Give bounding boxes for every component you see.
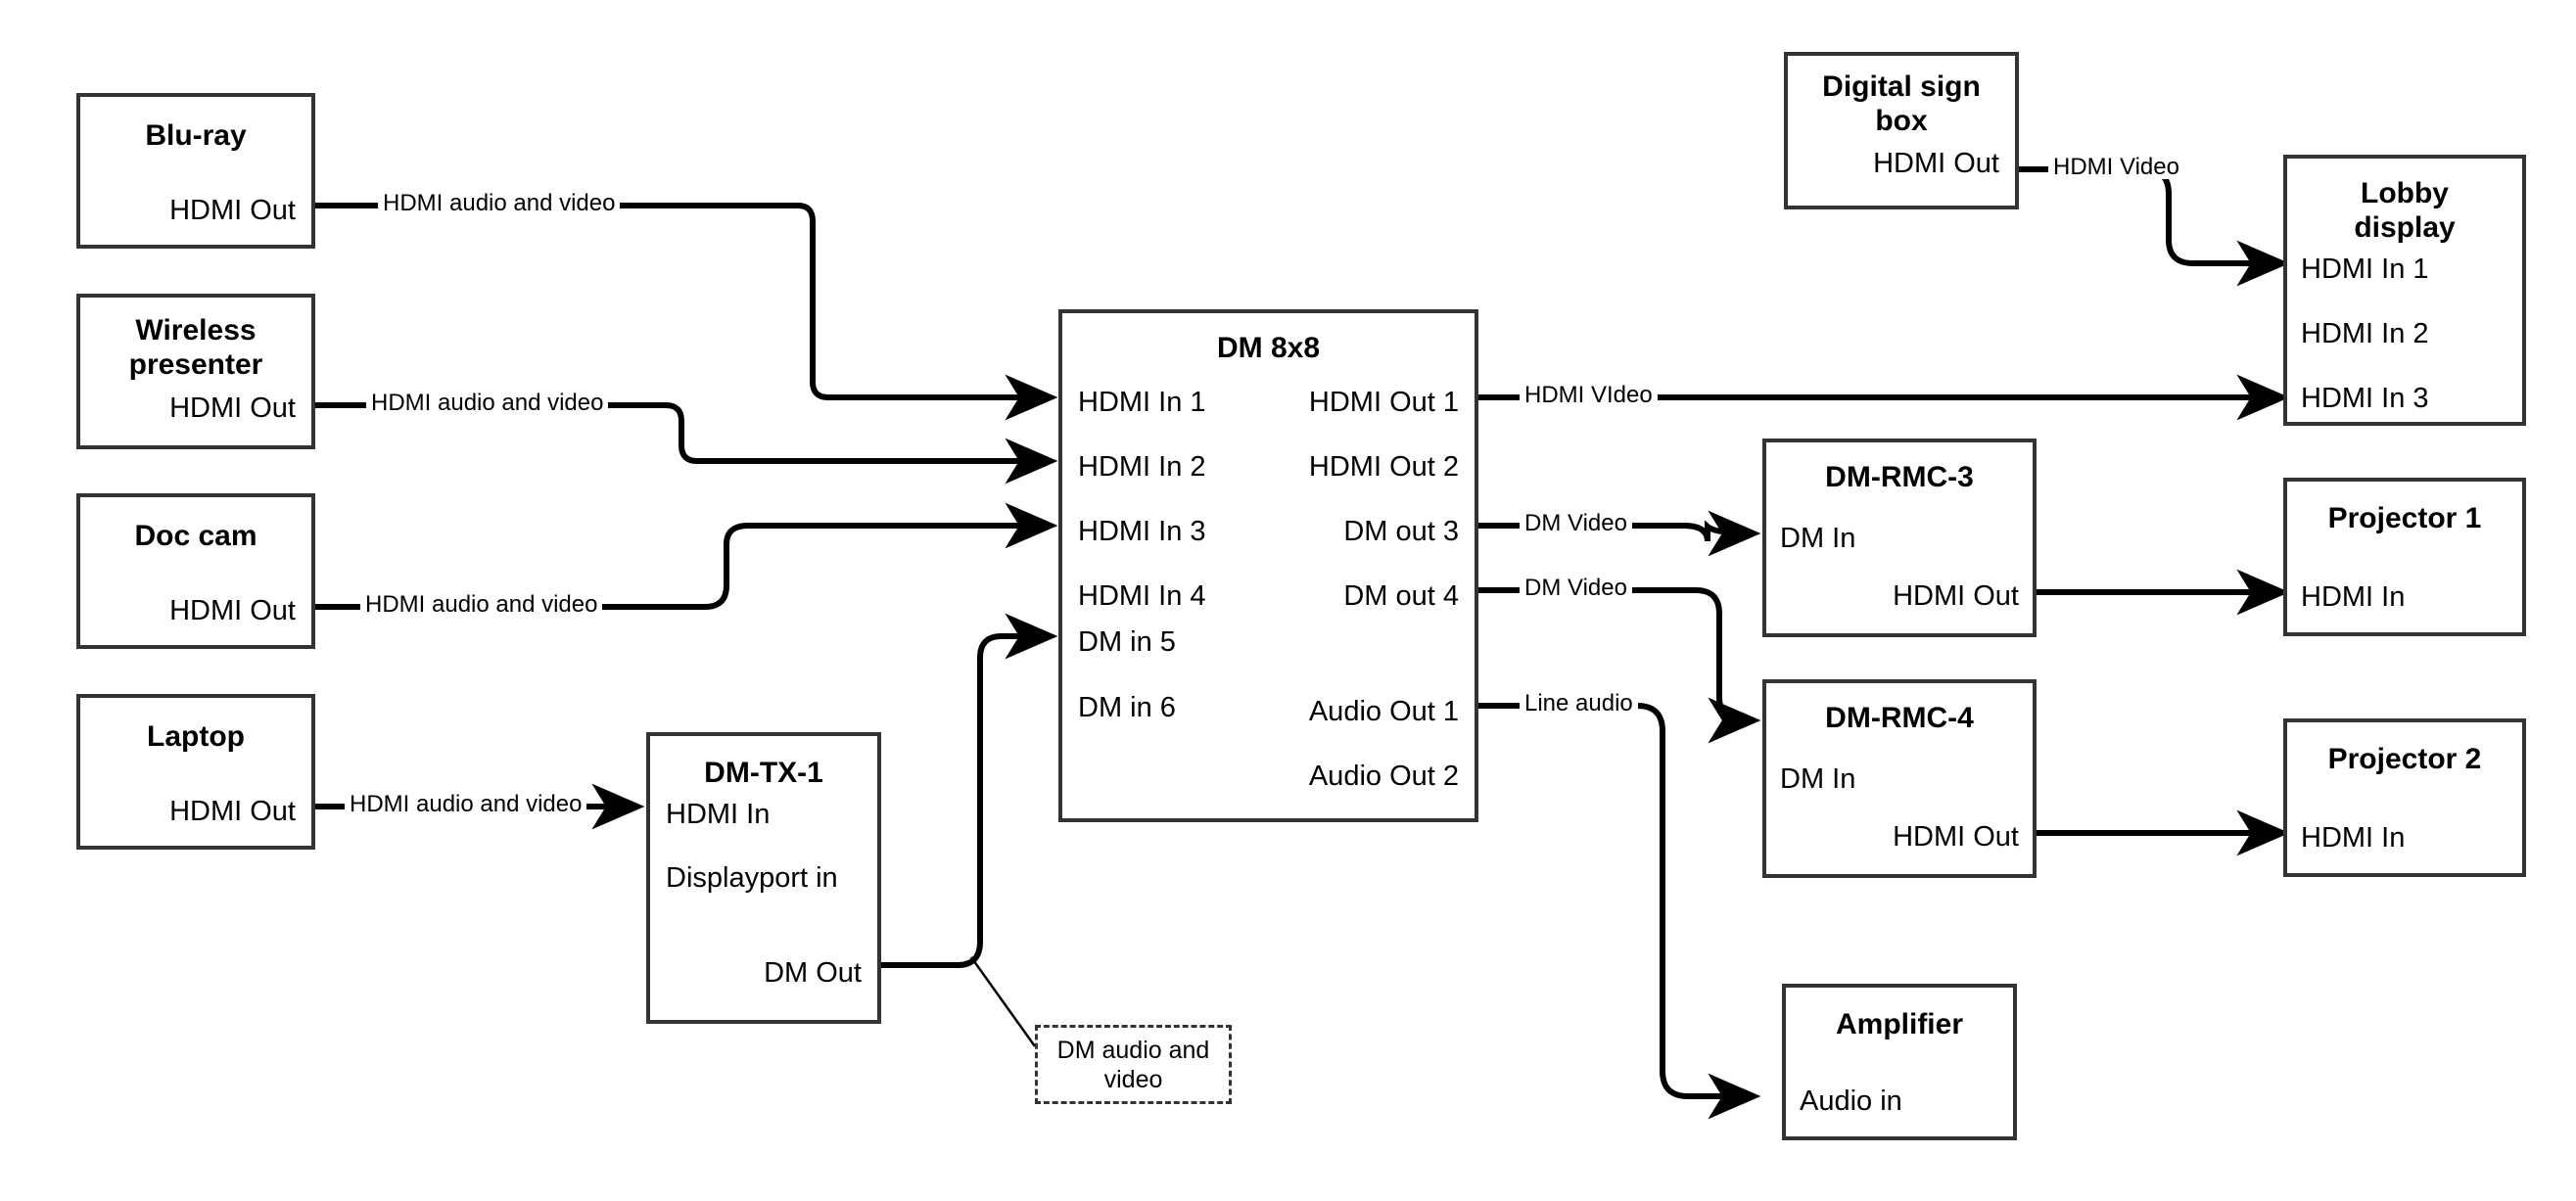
node-title-doc-cam: Doc cam: [134, 520, 258, 552]
node-title-dm-rmc-3: DM-RMC-3: [1825, 461, 1974, 493]
edge-label-doccam-to-dm8x8: HDMI audio and video: [360, 593, 603, 617]
edge-label-dm8x8-out1-to-lobby: HDMI VIdeo: [1520, 384, 1658, 407]
port-projector-2-hdmi-in[interactable]: HDMI In: [2301, 822, 2406, 854]
wire-bluray-to-dm8x8: [315, 203, 1058, 421]
node-bluray[interactable]: Blu-ray HDMI Out: [76, 93, 315, 249]
port-dm-8x8-hdmi-in-4[interactable]: HDMI In 4: [1078, 580, 1206, 612]
port-laptop-hdmi-out[interactable]: HDMI Out: [169, 796, 296, 827]
node-title-bluray: Blu-ray: [145, 119, 247, 152]
node-title-lobby-display-line2: display: [2354, 211, 2456, 244]
node-projector-2[interactable]: Projector 2 HDMI In: [2283, 718, 2526, 877]
node-title-dm-8x8: DM 8x8: [1216, 332, 1321, 364]
node-title-projector-1: Projector 1: [2327, 502, 2482, 534]
port-lobby-display-hdmi-in-2[interactable]: HDMI In 2: [2301, 318, 2429, 349]
node-amplifier[interactable]: Amplifier Audio in: [1782, 984, 2017, 1140]
edge-label-dm8x8-out4-to-rmc4: DM Video: [1520, 577, 1632, 600]
wire-dm8x8-audioout1-to-amplifier: [1478, 703, 1761, 1120]
port-projector-1-hdmi-in[interactable]: HDMI In: [2301, 581, 2406, 613]
node-dm-8x8[interactable]: DM 8x8 HDMI In 1 HDMI In 2 HDMI In 3 HDM…: [1058, 309, 1478, 822]
node-title-lobby-display-line1: Lobby: [2361, 177, 2449, 209]
edge-label-dm8x8-audioout1-to-amplifier: Line audio: [1520, 692, 1638, 716]
port-digital-sign-box-hdmi-out[interactable]: HDMI Out: [1873, 148, 1999, 179]
port-dm-rmc-4-hdmi-out[interactable]: HDMI Out: [1893, 821, 2019, 853]
leader-line-dm-audio-video-note: [969, 956, 1037, 1047]
node-title-digital-sign-box-line2: box: [1875, 105, 1928, 137]
port-dm-8x8-hdmi-in-1[interactable]: HDMI In 1: [1078, 387, 1206, 418]
node-title-wireless-presenter-line1: Wireless: [135, 314, 257, 346]
wire-digitalsign-to-lobby: [2019, 166, 2290, 287]
port-dm-8x8-dm-out-4[interactable]: DM out 4: [1343, 580, 1459, 612]
node-title-dm-tx-1: DM-TX-1: [704, 757, 823, 789]
port-dm-8x8-dm-out-3[interactable]: DM out 3: [1343, 516, 1459, 547]
node-doc-cam[interactable]: Doc cam HDMI Out: [76, 493, 315, 649]
note-line-2: video: [1103, 1065, 1163, 1093]
node-laptop[interactable]: Laptop HDMI Out: [76, 694, 315, 850]
port-dm-rmc-3-hdmi-out[interactable]: HDMI Out: [1893, 580, 2019, 612]
port-amplifier-audio-in[interactable]: Audio in: [1800, 1086, 1902, 1117]
port-dm-rmc-4-dm-in[interactable]: DM In: [1780, 763, 1856, 795]
port-wireless-presenter-hdmi-out[interactable]: HDMI Out: [169, 393, 296, 424]
port-dm-tx-1-hdmi-in[interactable]: HDMI In: [666, 799, 771, 830]
edge-label-bluray-to-dm8x8: HDMI audio and video: [378, 192, 621, 215]
edge-label-dm8x8-out3-to-rmc3: DM Video: [1520, 512, 1632, 535]
node-title-wireless-presenter-line2: presenter: [128, 348, 263, 381]
edge-label-wireless-to-dm8x8: HDMI audio and video: [366, 392, 609, 415]
note-line-1: DM audio and: [1056, 1036, 1210, 1064]
node-dm-tx-1[interactable]: DM-TX-1 HDMI In Displayport in DM Out: [646, 732, 881, 1024]
port-dm-8x8-hdmi-out-2[interactable]: HDMI Out 2: [1308, 451, 1459, 483]
node-projector-1[interactable]: Projector 1 HDMI In: [2283, 478, 2526, 636]
port-dm-tx-1-dm-out[interactable]: DM Out: [764, 957, 862, 989]
node-digital-sign-box[interactable]: Digital sign box HDMI Out: [1784, 52, 2019, 209]
port-bluray-hdmi-out[interactable]: HDMI Out: [169, 195, 296, 226]
edge-label-digitalsign-to-lobby: HDMI Video: [2048, 156, 2184, 179]
port-dm-8x8-dm-in-5[interactable]: DM in 5: [1078, 626, 1176, 658]
note-dm-audio-and-video: DM audio and video: [1035, 1025, 1232, 1104]
node-wireless-presenter[interactable]: Wireless presenter HDMI Out: [76, 294, 315, 449]
port-dm-8x8-audio-out-2[interactable]: Audio Out 2: [1308, 761, 1459, 792]
node-dm-rmc-4[interactable]: DM-RMC-4 DM In HDMI Out: [1762, 679, 2037, 878]
port-lobby-display-hdmi-in-3[interactable]: HDMI In 3: [2301, 383, 2429, 414]
port-doc-cam-hdmi-out[interactable]: HDMI Out: [169, 595, 296, 626]
port-dm-8x8-hdmi-in-2[interactable]: HDMI In 2: [1078, 451, 1206, 483]
port-dm-8x8-hdmi-out-1[interactable]: HDMI Out 1: [1308, 387, 1459, 418]
edge-label-laptop-to-dmtx1: HDMI audio and video: [345, 793, 587, 816]
node-title-dm-rmc-4: DM-RMC-4: [1825, 702, 1974, 734]
node-title-amplifier: Amplifier: [1835, 1008, 1964, 1040]
port-dm-rmc-3-dm-in[interactable]: DM In: [1780, 523, 1856, 554]
port-dm-tx-1-displayport-in[interactable]: Displayport in: [666, 862, 838, 894]
node-title-laptop: Laptop: [147, 720, 245, 753]
port-dm-8x8-hdmi-in-3[interactable]: HDMI In 3: [1078, 516, 1206, 547]
node-dm-rmc-3[interactable]: DM-RMC-3 DM In HDMI Out: [1762, 439, 2037, 637]
node-title-digital-sign-box-line1: Digital sign: [1822, 70, 1981, 103]
port-dm-8x8-audio-out-1[interactable]: Audio Out 1: [1308, 696, 1459, 727]
node-lobby-display[interactable]: Lobby display HDMI In 1 HDMI In 2 HDMI I…: [2283, 155, 2526, 426]
port-lobby-display-hdmi-in-1[interactable]: HDMI In 1: [2301, 254, 2429, 285]
node-title-projector-2: Projector 2: [2327, 743, 2482, 775]
port-dm-8x8-dm-in-6[interactable]: DM in 6: [1078, 692, 1176, 723]
wire-dmtx1-to-dm8x8: [881, 613, 1058, 968]
